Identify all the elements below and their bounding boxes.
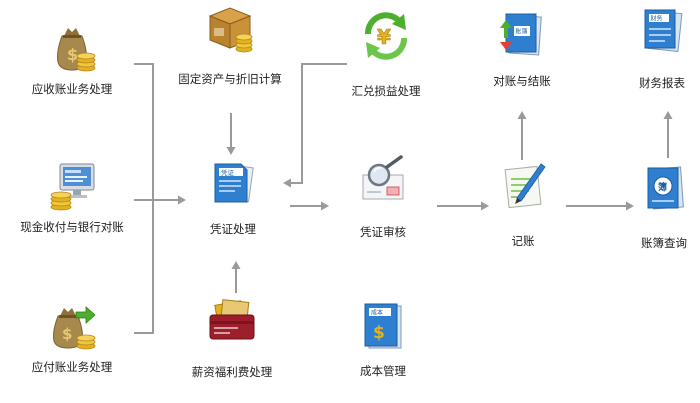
payroll-label: 薪资福利费处理 xyxy=(191,365,273,379)
reconcile-badge-text: 账簿 xyxy=(516,28,528,36)
pen-paper-icon xyxy=(497,158,549,210)
voucher-icon: 凭证 xyxy=(207,156,259,208)
box-coins-icon xyxy=(204,2,256,54)
fx-label: 汇兑损益处理 xyxy=(351,84,421,98)
yen-arrows-icon: ¥ xyxy=(360,10,412,62)
node-fx[interactable]: ¥ 汇兑损益处理 xyxy=(321,10,451,98)
svg-text:$: $ xyxy=(373,323,385,343)
arrowhead-audit xyxy=(321,201,329,211)
audit-label: 凭证审核 xyxy=(360,225,406,239)
voucher-badge-text: 凭证 xyxy=(221,168,235,177)
computer-coins-icon xyxy=(46,160,98,212)
posting-label: 记账 xyxy=(511,234,535,248)
arrowhead-to-voucher xyxy=(178,195,186,205)
arrowhead-fixed-assets xyxy=(226,147,236,155)
node-audit[interactable]: 凭证审核 xyxy=(318,155,448,239)
fixed-assets-label: 固定资产与折旧计算 xyxy=(178,72,282,86)
node-payroll[interactable]: 薪资福利费处理 xyxy=(167,295,297,379)
reports-badge-text: 财务 xyxy=(651,15,663,23)
arrowhead-reports xyxy=(663,111,673,119)
node-cash-bank[interactable]: 现金收付与银行对账 xyxy=(7,160,137,234)
cost-badge-text: 成本 xyxy=(371,309,383,317)
cash-bank-label: 现金收付与银行对账 xyxy=(20,220,124,234)
voucher-label: 凭证处理 xyxy=(210,222,256,236)
reconcile-label: 对账与结账 xyxy=(493,74,551,88)
node-fixed-assets[interactable]: 固定资产与折旧计算 xyxy=(165,2,295,86)
payables-label: 应付账业务处理 xyxy=(31,360,113,374)
arrowhead-fx xyxy=(283,178,291,188)
receivables-label: 应收账业务处理 xyxy=(31,82,113,96)
node-voucher[interactable]: 凭证 凭证处理 xyxy=(168,156,298,236)
arrowhead-payroll xyxy=(231,261,241,269)
node-cost[interactable]: 成本 $ 成本管理 xyxy=(318,300,448,378)
arrowhead-posting xyxy=(481,201,489,211)
ledger-book-icon: 簿 xyxy=(638,162,690,214)
report-book-icon: 财务 xyxy=(636,4,688,56)
cost-label: 成本管理 xyxy=(360,364,406,378)
node-payables[interactable]: $ 应付账业务处理 xyxy=(7,300,137,374)
node-posting[interactable]: 记账 xyxy=(458,158,588,248)
svg-text:$: $ xyxy=(62,325,72,343)
money-bag-icon: $ xyxy=(46,22,98,74)
arrowhead-ledger xyxy=(626,201,634,211)
wallet-icon xyxy=(206,295,258,347)
svg-text:$: $ xyxy=(67,45,78,64)
connector-fx-to-voucher xyxy=(290,63,347,184)
ledger-arrows-icon: 账簿 xyxy=(496,6,548,58)
connector-left-bracket xyxy=(134,63,154,334)
ledger-query-label: 账簿查询 xyxy=(641,236,687,250)
node-reports[interactable]: 财务 财务报表 xyxy=(597,4,700,90)
ledger-query-badge-text: 簿 xyxy=(658,181,667,193)
node-ledger-query[interactable]: 簿 账簿查询 xyxy=(599,162,700,250)
svg-text:¥: ¥ xyxy=(377,25,391,49)
money-bag-arrow-icon: $ xyxy=(46,300,98,352)
magnifier-icon xyxy=(357,155,409,207)
arrowhead-reconcile xyxy=(517,111,527,119)
cost-book-icon: 成本 $ xyxy=(357,300,409,352)
node-reconcile[interactable]: 账簿 对账与结账 xyxy=(457,6,587,88)
reports-label: 财务报表 xyxy=(639,76,685,90)
node-receivables[interactable]: $ 应收账业务处理 xyxy=(7,22,137,96)
